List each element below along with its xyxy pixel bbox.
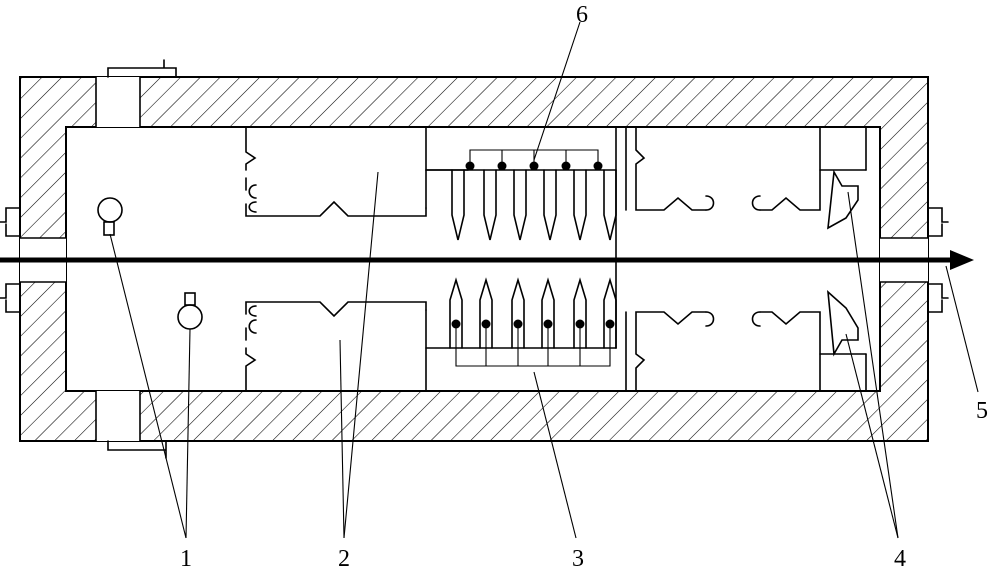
upper-fingers <box>451 169 617 241</box>
upper-electrodes <box>245 126 469 217</box>
callout-label-6: 6 <box>576 2 588 28</box>
right-port-flange <box>927 207 949 313</box>
callout-label-5: 5 <box>976 398 988 424</box>
leader-lines <box>109 21 979 539</box>
callout-label-2: 2 <box>338 546 350 567</box>
anode-collectors <box>819 126 867 392</box>
lower-fingers <box>449 277 617 349</box>
upper-dynode-array <box>425 149 617 241</box>
right-electrodes-upper <box>635 126 821 211</box>
lower-contact-dots <box>451 319 615 329</box>
callout-label-4: 4 <box>894 546 906 567</box>
bottom-flange-cap <box>107 440 167 459</box>
top-flange-cap <box>107 59 177 78</box>
beam-axis-arrow <box>0 250 974 270</box>
cathode-filaments <box>97 197 203 330</box>
lower-electrodes <box>245 301 617 392</box>
callout-label-1: 1 <box>180 546 192 567</box>
right-electrodes-lower <box>635 311 821 392</box>
left-port-flange <box>0 207 21 313</box>
partition-walls <box>615 126 627 392</box>
opening-outlines <box>19 76 929 442</box>
upper-contact-dots <box>465 161 603 171</box>
callout-label-3: 3 <box>572 546 584 567</box>
lower-dynode-array <box>449 277 617 367</box>
